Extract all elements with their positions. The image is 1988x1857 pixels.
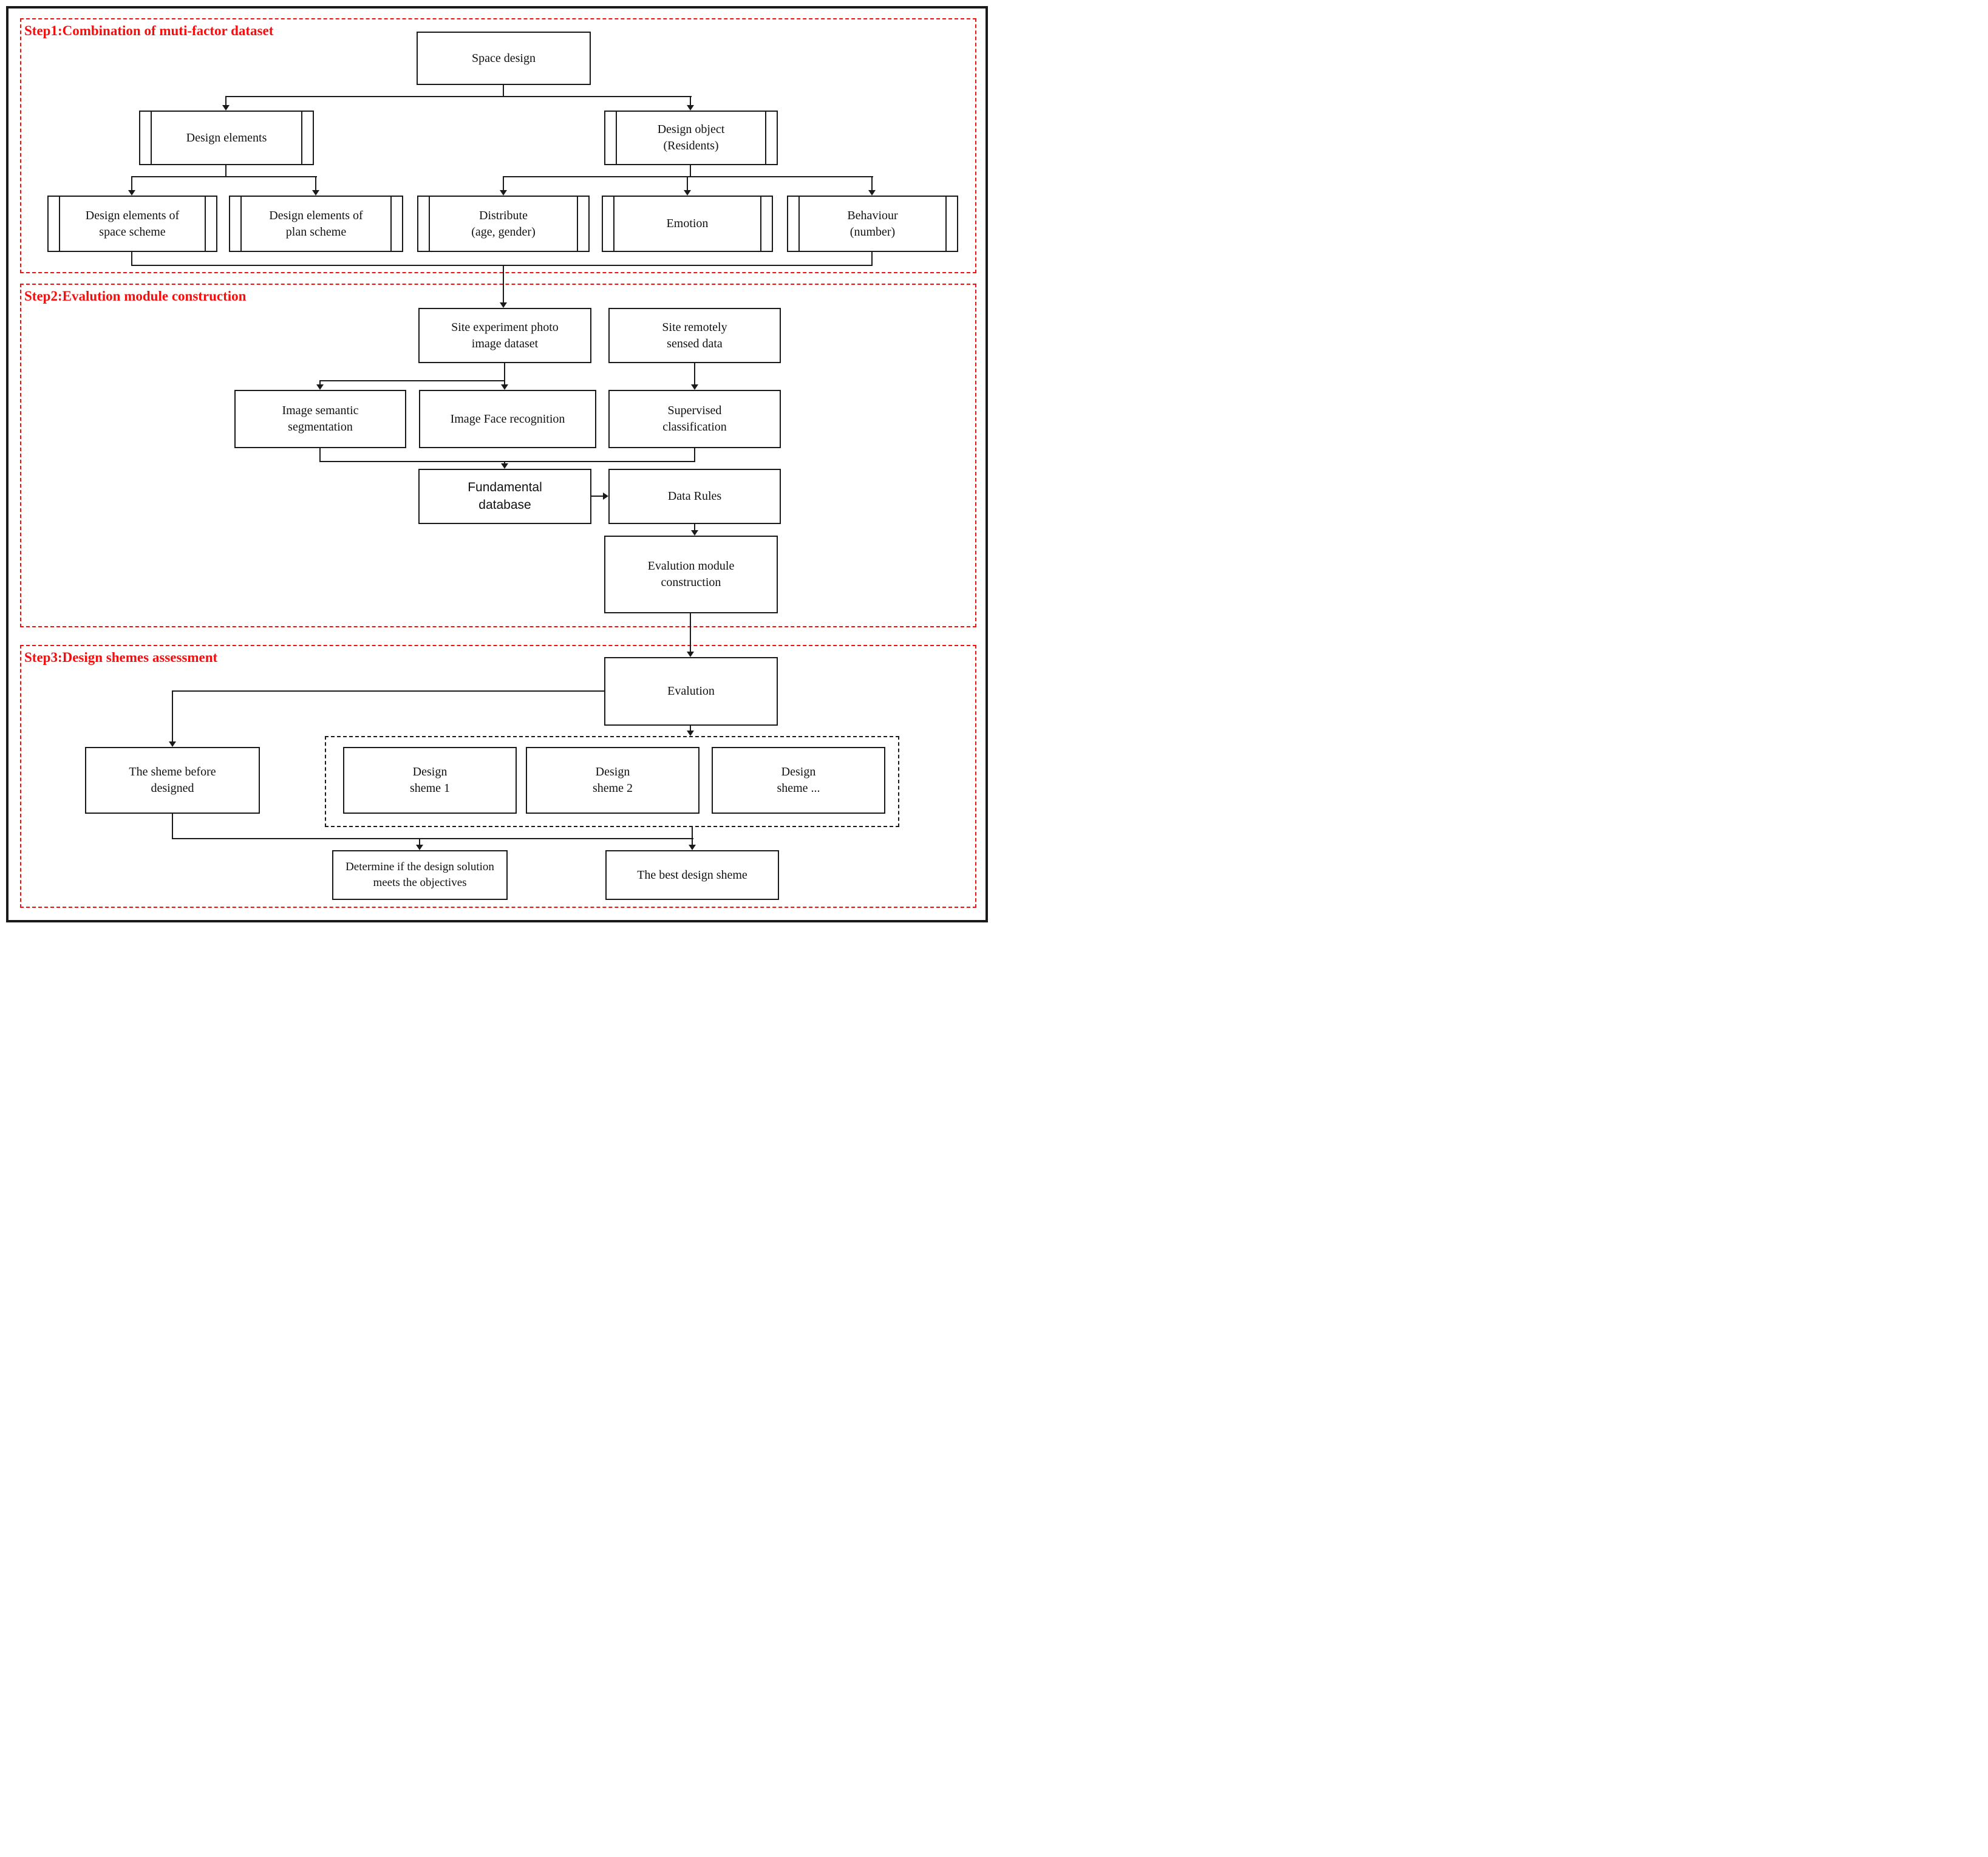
node-image-face-recognition: Image Face recognition bbox=[419, 390, 596, 448]
flow-line bbox=[225, 96, 692, 97]
node-fundamental-database: Fundamental database bbox=[418, 469, 591, 524]
node-supervised-classification: Supervised classification bbox=[608, 390, 781, 448]
flow-line bbox=[419, 838, 420, 845]
flow-arrowhead bbox=[500, 302, 507, 308]
flow-line bbox=[319, 461, 695, 462]
node-design-sheme-1: Design sheme 1 bbox=[343, 747, 517, 814]
flow-arrowhead bbox=[416, 845, 423, 850]
flow-line bbox=[131, 176, 317, 177]
flow-line bbox=[504, 461, 505, 465]
flow-line bbox=[694, 523, 695, 531]
flow-line bbox=[692, 827, 693, 845]
flow-line bbox=[690, 726, 691, 731]
node-design-sheme-more: Design sheme ... bbox=[712, 747, 885, 814]
flow-line bbox=[172, 814, 173, 839]
flow-line bbox=[319, 380, 321, 385]
node-determine-objectives: Determine if the design solution meets t… bbox=[332, 850, 508, 900]
flow-arrowhead bbox=[501, 384, 508, 390]
flowchart-figure: Step1:Combination of muti-factor dataset… bbox=[0, 0, 994, 928]
flow-line bbox=[172, 690, 173, 742]
flow-arrowhead bbox=[316, 384, 324, 390]
flow-line bbox=[694, 363, 695, 385]
flow-line bbox=[503, 176, 873, 177]
node-emotion: Emotion bbox=[602, 196, 773, 252]
node-sheme-before-designed: The sheme before designed bbox=[85, 747, 260, 814]
flow-arrowhead bbox=[687, 652, 694, 657]
node-site-experiment-photo: Site experiment photo image dataset bbox=[418, 308, 591, 363]
step2-region bbox=[20, 284, 976, 627]
flow-line bbox=[319, 380, 505, 381]
node-image-semantic-segmentation: Image semantic segmentation bbox=[234, 390, 406, 448]
flow-line bbox=[591, 496, 604, 497]
flow-line bbox=[690, 96, 691, 106]
flow-line bbox=[172, 838, 693, 839]
flow-line bbox=[694, 448, 695, 462]
flow-line bbox=[131, 252, 132, 266]
flow-line bbox=[504, 363, 505, 385]
flow-line bbox=[503, 265, 504, 303]
flow-arrowhead bbox=[689, 845, 696, 850]
flow-line bbox=[319, 448, 321, 462]
flow-arrowhead bbox=[684, 190, 691, 196]
flow-arrowhead bbox=[691, 530, 698, 536]
flow-line bbox=[687, 176, 688, 191]
step1-label: Step1:Combination of muti-factor dataset bbox=[24, 23, 274, 38]
node-evalution-module-construction: Evalution module construction bbox=[604, 536, 778, 613]
step1-region bbox=[20, 18, 976, 273]
flow-arrowhead bbox=[691, 384, 698, 390]
flow-line bbox=[690, 165, 691, 177]
node-design-elements-plan-scheme: Design elements of plan scheme bbox=[229, 196, 403, 252]
node-distribute: Distribute (age, gender) bbox=[417, 196, 590, 252]
node-design-object: Design object (Residents) bbox=[604, 111, 778, 165]
flow-arrowhead bbox=[687, 105, 694, 111]
flow-arrowhead bbox=[687, 731, 694, 736]
flow-arrowhead bbox=[500, 190, 507, 196]
design-shemes-group bbox=[325, 736, 899, 827]
step2-label: Step2:Evalution module construction bbox=[24, 288, 247, 304]
flow-line bbox=[131, 176, 132, 191]
flow-arrowhead bbox=[128, 190, 135, 196]
node-design-elements-space-scheme: Design elements of space scheme bbox=[47, 196, 217, 252]
flow-line bbox=[871, 176, 873, 191]
flow-line bbox=[503, 85, 504, 97]
node-site-remotely-sensed: Site remotely sensed data bbox=[608, 308, 781, 363]
flow-line bbox=[503, 176, 504, 191]
node-design-sheme-2: Design sheme 2 bbox=[526, 747, 700, 814]
flow-arrowhead bbox=[312, 190, 319, 196]
node-evalution: Evalution bbox=[604, 657, 778, 726]
node-data-rules: Data Rules bbox=[608, 469, 781, 524]
flow-arrowhead bbox=[603, 492, 608, 500]
flow-line bbox=[225, 165, 226, 177]
flow-line bbox=[315, 176, 316, 191]
flow-line bbox=[871, 252, 873, 266]
flow-arrowhead bbox=[222, 105, 230, 111]
flow-arrowhead bbox=[169, 741, 176, 747]
flow-line bbox=[172, 690, 605, 692]
step3-label: Step3:Design shemes assessment bbox=[24, 650, 218, 665]
node-space-design: Space design bbox=[417, 32, 591, 85]
node-behaviour: Behaviour (number) bbox=[787, 196, 958, 252]
node-best-design-sheme: The best design sheme bbox=[605, 850, 779, 900]
flow-arrowhead bbox=[501, 463, 508, 469]
flow-line bbox=[225, 96, 226, 106]
step3-region bbox=[20, 645, 976, 908]
flow-line bbox=[131, 265, 873, 266]
flow-line bbox=[690, 613, 691, 652]
flow-arrowhead bbox=[868, 190, 876, 196]
node-design-elements: Design elements bbox=[139, 111, 314, 165]
